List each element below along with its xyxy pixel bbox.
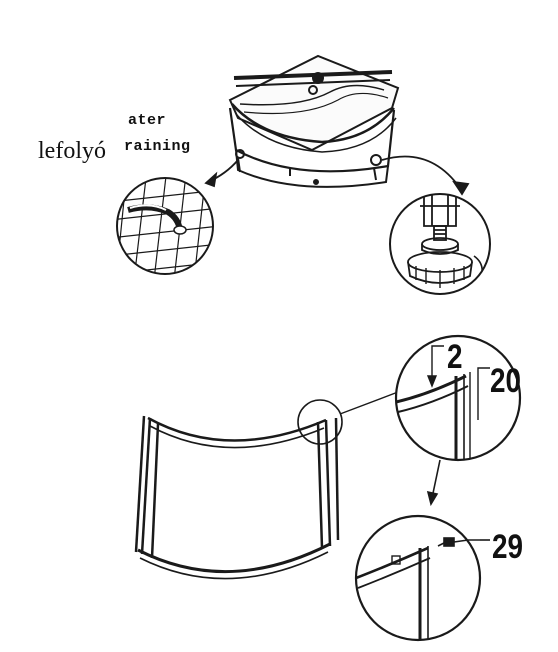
drain-arrow xyxy=(204,159,239,188)
detail-arrow xyxy=(426,459,441,507)
callout-circle xyxy=(297,399,343,445)
part-number-29: 29 xyxy=(492,528,524,566)
water-label-line2: raining xyxy=(124,138,191,155)
profile-detail-top xyxy=(394,334,522,462)
callout-leader xyxy=(339,391,399,415)
water-label-line1: ater xyxy=(128,112,167,129)
part-number-2: 2 xyxy=(447,338,463,376)
part-number-20: 20 xyxy=(490,362,522,400)
shower-tray xyxy=(228,54,400,188)
drain-label: lefolyó xyxy=(38,138,106,164)
profile-detail-bottom xyxy=(354,514,490,642)
curved-door-panel xyxy=(134,415,340,580)
foot-arrow xyxy=(381,155,470,196)
floor-drain-detail xyxy=(116,177,214,275)
adjustable-foot-detail xyxy=(389,193,491,295)
